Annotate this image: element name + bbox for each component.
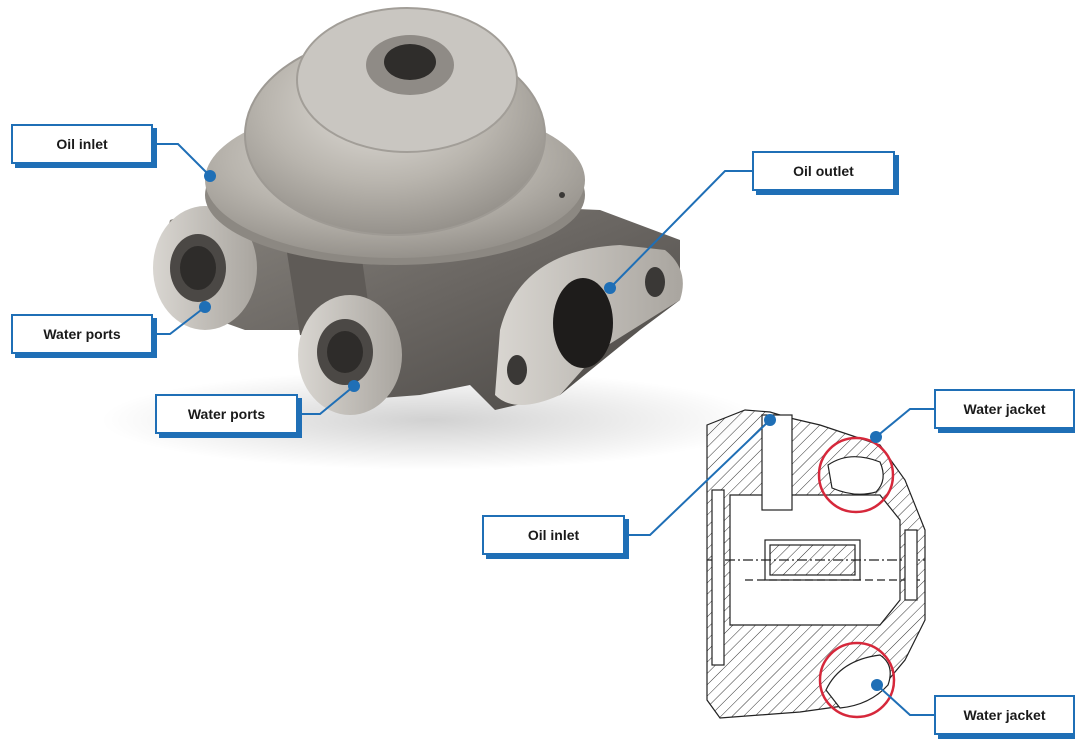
leader-water-jacket-bottom (876, 684, 934, 716)
leader-dot-oil-inlet-top (204, 170, 216, 182)
leader-dot-oil-inlet-section (764, 414, 776, 426)
leader-oil-inlet-section (625, 419, 771, 536)
section-end-plate (711, 489, 725, 666)
callout-water-ports-left: Water ports (11, 314, 153, 354)
callout-water-jacket-bottom-label: Water jacket (963, 707, 1046, 723)
leader-dots (199, 170, 883, 691)
leader-lines (153, 143, 934, 716)
callout-oil-inlet-section: Oil inlet (482, 515, 625, 555)
callout-water-ports-left-label: Water ports (43, 326, 121, 342)
leader-dot-water-jacket-bottom (871, 679, 883, 691)
callout-water-ports-front-label: Water ports (187, 406, 266, 422)
cross-section-drawing (706, 409, 926, 719)
callout-oil-inlet: Oil inlet (11, 124, 153, 164)
leader-dot-water-ports-left (199, 301, 211, 313)
water-jacket-ring-lower (818, 641, 896, 719)
callout-oil-inlet-section-label: Oil inlet (527, 527, 580, 543)
callout-water-jacket-top: Water jacket (934, 389, 1075, 429)
leader-dot-oil-outlet (604, 282, 616, 294)
water-jacket-ring-upper (817, 436, 895, 514)
callout-water-ports-front: Water ports (155, 394, 298, 434)
leader-water-ports-front (298, 385, 355, 415)
top-flange (205, 7, 585, 265)
section-oil-passage (761, 414, 793, 511)
water-port-boss-front (298, 295, 402, 415)
callout-oil-inlet-label: Oil inlet (56, 136, 108, 152)
leader-oil-outlet (609, 170, 752, 289)
leader-oil-inlet-top (153, 143, 211, 177)
leader-water-ports-left (153, 306, 206, 335)
oil-outlet-flange (495, 245, 683, 405)
section-end-plate-right (904, 529, 918, 601)
callout-oil-outlet-label: Oil outlet (793, 163, 854, 179)
section-water-jacket-lower (825, 654, 891, 709)
water-port-boss-left (153, 206, 257, 330)
section-water-jacket-upper (827, 456, 884, 495)
housing-photo (100, 7, 760, 470)
leader-dot-water-jacket-top (870, 431, 882, 443)
callout-water-jacket-top-label: Water jacket (963, 401, 1046, 417)
callout-oil-outlet: Oil outlet (752, 151, 895, 191)
leader-dot-water-ports-front (348, 380, 360, 392)
leader-water-jacket-top (875, 408, 934, 438)
callout-water-jacket-bottom: Water jacket (934, 695, 1075, 735)
